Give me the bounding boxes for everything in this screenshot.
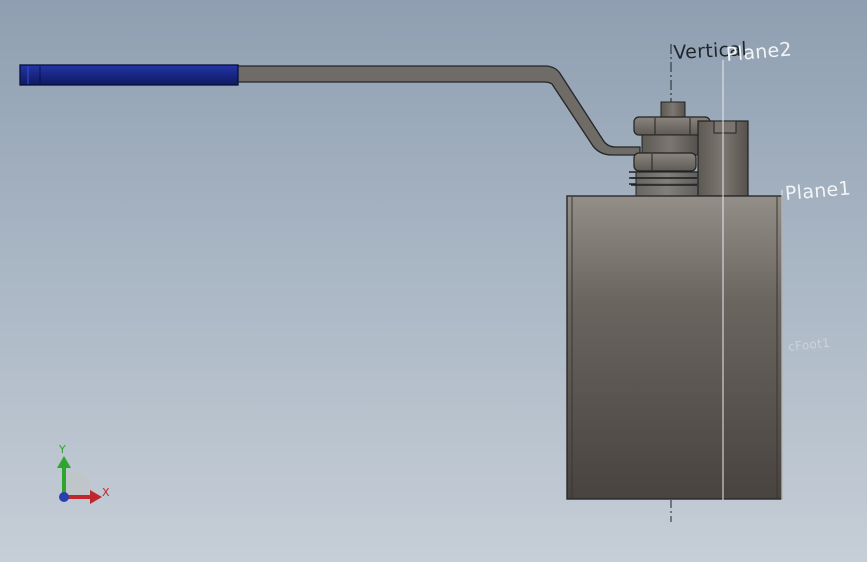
body-block — [566, 195, 783, 500]
valve-body[interactable] — [566, 195, 783, 500]
coordinate-triad[interactable] — [57, 456, 102, 504]
stem-assembly[interactable] — [629, 101, 749, 197]
lower-nut — [633, 152, 697, 172]
triad-rotation-arc — [64, 471, 93, 497]
triad-x-label: X — [102, 486, 110, 499]
triad-z-axis — [59, 492, 69, 502]
triad-y-label: Y — [59, 443, 66, 456]
handle-grip — [19, 64, 239, 86]
valve-handle[interactable] — [19, 64, 641, 156]
stem-neck — [641, 134, 699, 156]
stem-top — [660, 101, 686, 119]
handle-lever — [236, 65, 641, 156]
